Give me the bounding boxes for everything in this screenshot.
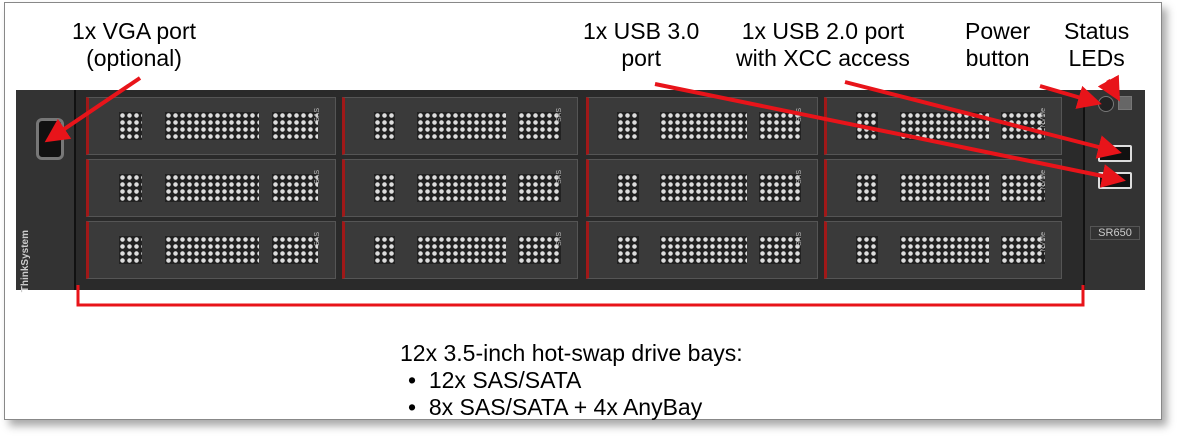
drive-bay[interactable]: SAS <box>342 221 578 279</box>
drive-bay[interactable]: SAS <box>342 159 578 217</box>
drive-grill <box>856 174 878 202</box>
bays-description: 12x 3.5-inch hot-swap drive bays: • 12x … <box>400 340 743 421</box>
drive-grill <box>271 236 318 264</box>
drive-grill <box>119 112 143 140</box>
drive-grill <box>373 112 396 140</box>
drive-grill <box>517 112 561 140</box>
drive-bay[interactable]: SAS <box>86 159 336 217</box>
drive-grill <box>659 112 748 140</box>
drive-grill <box>659 236 748 264</box>
drive-bay[interactable]: NVMe <box>824 159 1062 217</box>
drive-grill <box>758 236 802 264</box>
drive-grill <box>373 236 396 264</box>
right-ear <box>1083 90 1145 290</box>
drive-grill <box>617 174 639 202</box>
drive-grill <box>165 174 260 202</box>
drive-grill <box>856 236 878 264</box>
bays-bracket <box>76 285 1085 307</box>
drive-bay[interactable]: NVMe <box>824 221 1062 279</box>
drive-bay[interactable]: SAS <box>586 221 818 279</box>
model-label: SR650 <box>1090 226 1140 240</box>
drive-bay[interactable]: SAS <box>342 97 578 155</box>
drive-grill <box>659 174 748 202</box>
drive-grill <box>417 236 506 264</box>
drive-grill <box>517 236 561 264</box>
drive-bay[interactable]: SAS <box>86 97 336 155</box>
drive-bay[interactable]: SAS <box>86 221 336 279</box>
drive-grill <box>1001 236 1045 264</box>
drive-grill <box>899 236 990 264</box>
drive-grill <box>758 112 802 140</box>
drive-grill <box>417 174 506 202</box>
drive-grill <box>617 236 639 264</box>
drive-grill <box>165 236 260 264</box>
bay-option-2: • 8x SAS/SATA + 4x AnyBay <box>408 394 703 420</box>
usb3-arrow <box>654 82 1126 188</box>
drive-grill <box>165 112 260 140</box>
bays-title: 12x 3.5-inch hot-swap drive bays: <box>400 340 743 366</box>
drive-grill <box>119 236 143 264</box>
drive-grill <box>517 174 561 202</box>
drive-grill <box>119 174 143 202</box>
drive-grill <box>758 174 802 202</box>
drive-bay[interactable]: SAS <box>586 97 818 155</box>
vga-label: 1x VGA port(optional) <box>72 18 197 71</box>
power-arrow <box>1039 84 1102 109</box>
usb2-arrow <box>844 80 1122 159</box>
drive-grill <box>617 112 639 140</box>
drive-grill <box>899 174 990 202</box>
status-led <box>1118 96 1132 110</box>
vga-arrow <box>44 76 142 143</box>
bay-option-1: • 12x SAS/SATA <box>408 367 582 393</box>
drive-grill <box>271 112 318 140</box>
drive-grill <box>417 112 506 140</box>
drive-grill <box>271 174 318 202</box>
status-arrow <box>1097 74 1120 102</box>
drive-grill <box>373 174 396 202</box>
drive-bay[interactable]: SAS <box>586 159 818 217</box>
drive-grill <box>1001 174 1045 202</box>
